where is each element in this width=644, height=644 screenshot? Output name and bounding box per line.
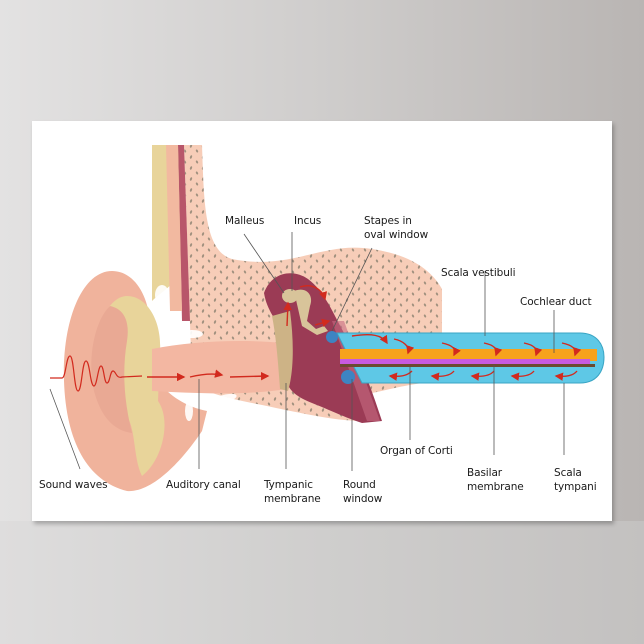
ossicles — [272, 289, 328, 391]
skin-layer — [166, 145, 182, 311]
oval-window — [326, 331, 338, 343]
sound-wave — [50, 355, 143, 392]
label-basilar-line1: Basilar — [467, 467, 502, 479]
label-round-line2: window — [343, 493, 383, 505]
malleus-bone — [282, 289, 298, 303]
label-stapes-line1: Stapes in — [364, 215, 412, 227]
label-scala-tympani-line1: Scala — [554, 467, 582, 479]
label-stapes-line2: oval window — [364, 229, 429, 241]
tympanic-membrane-shape — [272, 311, 293, 391]
label-round-line1: Round — [343, 479, 376, 491]
label-scala-tympani-line2: tympani — [554, 481, 597, 493]
label-incus: Incus — [294, 215, 322, 227]
label-basilar-line2: membrane — [467, 481, 524, 493]
label-auditory-canal: Auditory canal — [166, 479, 241, 491]
label-cochlear-duct: Cochlear duct — [520, 296, 592, 308]
ear-anatomy-poster: Malleus Incus Stapes in oval window Scal… — [32, 121, 612, 521]
label-tympanic-line1: Tympanic — [264, 479, 313, 491]
label-organ-of-corti: Organ of Corti — [380, 445, 453, 457]
ear-illustration — [49, 145, 605, 492]
label-tympanic-line2: membrane — [264, 493, 321, 505]
round-window — [341, 370, 355, 384]
auditory-canal-shape — [152, 341, 287, 394]
label-malleus: Malleus — [225, 215, 265, 227]
incus-bone — [294, 289, 328, 335]
leader-lines — [49, 232, 565, 471]
label-sound-waves: Sound waves — [39, 479, 108, 491]
wall-background — [0, 521, 644, 644]
pinna — [63, 271, 237, 492]
sound-path-arrows — [147, 285, 582, 382]
middle-ear-cavity — [264, 273, 382, 423]
cochlea — [326, 331, 605, 384]
label-scala-vestibuli: Scala vestibuli — [441, 267, 516, 279]
